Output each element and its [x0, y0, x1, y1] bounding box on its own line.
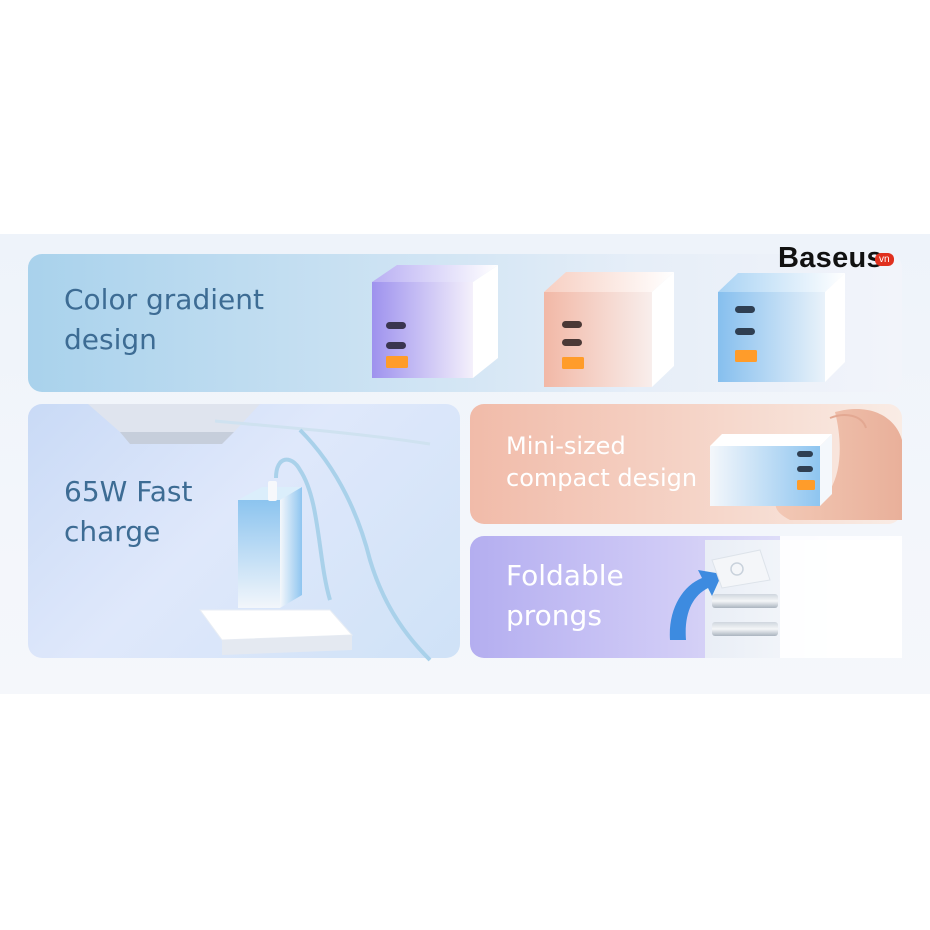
charger-on-stand [238, 500, 280, 608]
fold-arrow-icon [669, 570, 722, 640]
white-stand [199, 609, 354, 641]
baseus-logo: Baseus [778, 242, 883, 274]
foldable-caption-line1: Foldable [506, 559, 624, 592]
hand [775, 408, 902, 520]
color-gradient-caption: Color gradient design [64, 280, 264, 360]
mini-sized-caption-line1: Mini-sized [506, 432, 626, 460]
usb-c-port-icon [386, 322, 406, 329]
mini-sized-caption-line2: compact design [506, 464, 698, 492]
pink-charger [544, 272, 674, 387]
prong [712, 594, 778, 608]
prong [712, 622, 778, 636]
charging-cable [298, 428, 432, 662]
color-gradient-caption-line2: design [64, 323, 157, 356]
fast-charge-caption-line1: 65W Fast [64, 475, 193, 508]
usb-c-port-icon [797, 466, 813, 472]
mini-sized-scene [710, 408, 902, 520]
usb-c-port-icon [735, 328, 755, 335]
usb-a-port-icon [562, 357, 584, 369]
fast-charge-caption: 65W Fast charge [64, 472, 192, 552]
usb-c-port-icon [562, 339, 582, 346]
usb-c-port-icon [386, 342, 406, 349]
foldable-caption-line2: prongs [506, 599, 602, 632]
foldable-caption: Foldable prongs [506, 556, 624, 636]
baseus-logo-suffix: vn [875, 253, 894, 266]
foldable-scene [669, 536, 902, 658]
fast-charge-scene [88, 404, 432, 662]
color-gradient-caption-line1: Color gradient [64, 283, 264, 316]
laptop-corner [88, 404, 260, 432]
usb-a-port-icon [735, 350, 757, 362]
purple-charger [372, 265, 498, 378]
cable-plug [268, 481, 277, 501]
usb-a-port-icon [797, 480, 815, 490]
mini-sized-caption: Mini-sized compact design [506, 430, 697, 494]
blue-charger [718, 273, 845, 382]
fast-charge-caption-line2: charge [64, 515, 161, 548]
usb-a-port-icon [386, 356, 408, 368]
usb-c-port-icon [797, 451, 813, 457]
usb-c-port-icon [735, 306, 755, 313]
usb-c-port-icon [562, 321, 582, 328]
